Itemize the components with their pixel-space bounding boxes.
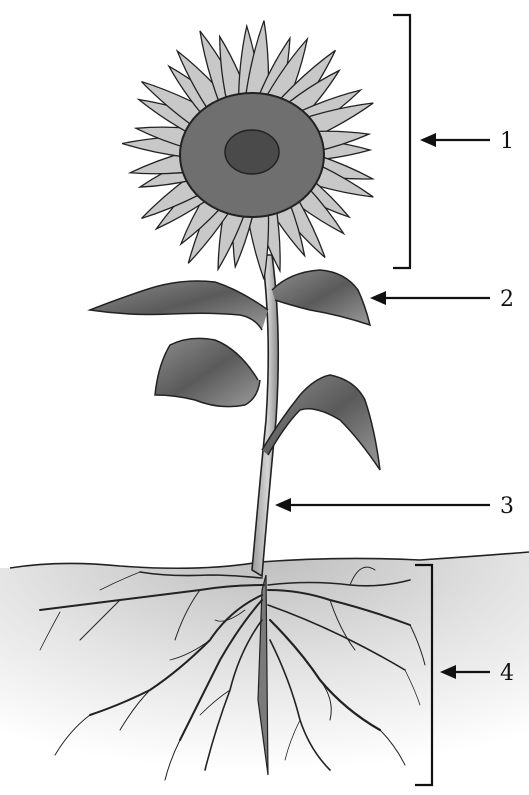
arrow-stem [275, 498, 490, 512]
label-roots: 4 [500, 661, 514, 686]
leaves [90, 270, 380, 470]
arrow-flower [420, 133, 490, 147]
bracket-flower [393, 15, 410, 268]
label-flower: 1 [500, 129, 514, 154]
label-stem: 3 [500, 494, 514, 519]
flower-head [180, 93, 324, 217]
arrow-leaf [370, 291, 490, 305]
label-leaf: 2 [500, 287, 514, 312]
